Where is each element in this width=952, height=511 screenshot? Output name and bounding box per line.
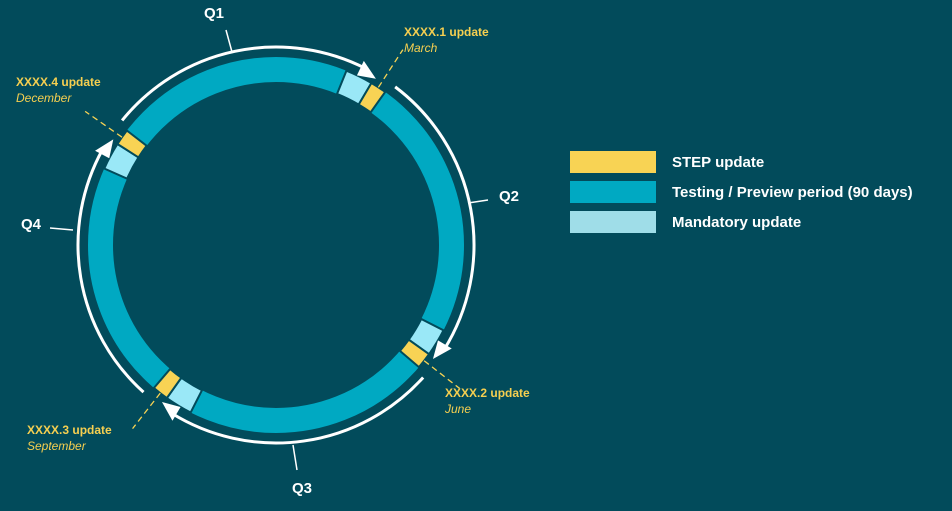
- legend-swatch: [570, 151, 656, 173]
- update-month: September: [27, 439, 86, 453]
- update-marker-line: [407, 347, 461, 389]
- quarter-tick: [49, 227, 74, 231]
- legend-item-testing: Testing / Preview period (90 days): [570, 181, 913, 203]
- legend-label: Mandatory update: [672, 213, 802, 231]
- update-month: December: [16, 91, 72, 105]
- label-q1: Q1: [204, 5, 225, 22]
- legend-item-mandatory: Mandatory update: [570, 211, 913, 233]
- update-title: XXXX.4 update: [16, 75, 101, 89]
- update-month: March: [404, 41, 438, 55]
- arrowhead-icon: [161, 401, 181, 421]
- step-update-segment: [116, 129, 149, 159]
- legend-label: STEP update: [672, 153, 765, 171]
- arrowhead-icon: [356, 60, 376, 79]
- legend-swatch: [570, 211, 656, 233]
- update-title: XXXX.3 update: [27, 423, 112, 437]
- update-title: XXXX.1 update: [404, 25, 489, 39]
- arrowhead-icon: [95, 139, 114, 159]
- step-update-segment: [152, 367, 183, 400]
- update-title: XXXX.2 update: [445, 386, 530, 400]
- update-marker-line: [132, 376, 174, 430]
- update-month: June: [445, 402, 472, 416]
- legend-item-step: STEP update: [570, 151, 913, 173]
- legend: STEP update Testing / Preview period (90…: [570, 151, 913, 241]
- cycle-arrow-arc: [120, 45, 367, 122]
- arrowhead-icon: [432, 340, 452, 360]
- label-q2: Q2: [499, 188, 520, 205]
- quarter-tick: [292, 444, 298, 471]
- quarter-tick: [225, 29, 233, 53]
- cycle-arrow-arc: [76, 148, 145, 394]
- update-marker-line: [366, 49, 404, 105]
- testing-period-ring: [88, 57, 464, 433]
- update-marker-line: [84, 110, 139, 150]
- label-q4: Q4: [21, 216, 42, 233]
- cycle-arrow-arc: [394, 85, 476, 351]
- step-update-segment: [398, 338, 431, 369]
- label-q3: Q3: [292, 480, 313, 497]
- legend-label: Testing / Preview period (90 days): [672, 183, 913, 201]
- cycle-arrow-arc: [170, 376, 425, 445]
- legend-swatch: [570, 181, 656, 203]
- step-update-segment: [357, 81, 387, 114]
- quarter-tick: [467, 199, 489, 204]
